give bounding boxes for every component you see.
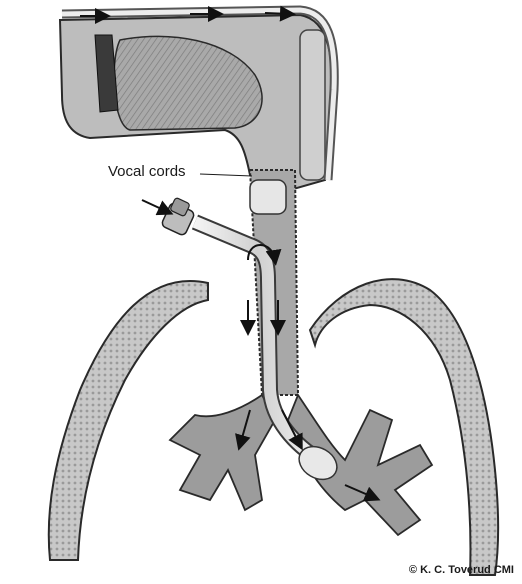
connector-icon <box>161 197 196 236</box>
spine-column <box>300 30 325 180</box>
vocal-cords-cuff <box>250 180 286 214</box>
vocal-cords-label: Vocal cords <box>108 163 186 180</box>
left-lung <box>49 281 208 560</box>
left-bronchus-tree <box>170 395 275 510</box>
copyright-credit: © K. C. Toverud CMI <box>409 564 514 576</box>
vocal-cords-leader-line <box>200 174 252 176</box>
